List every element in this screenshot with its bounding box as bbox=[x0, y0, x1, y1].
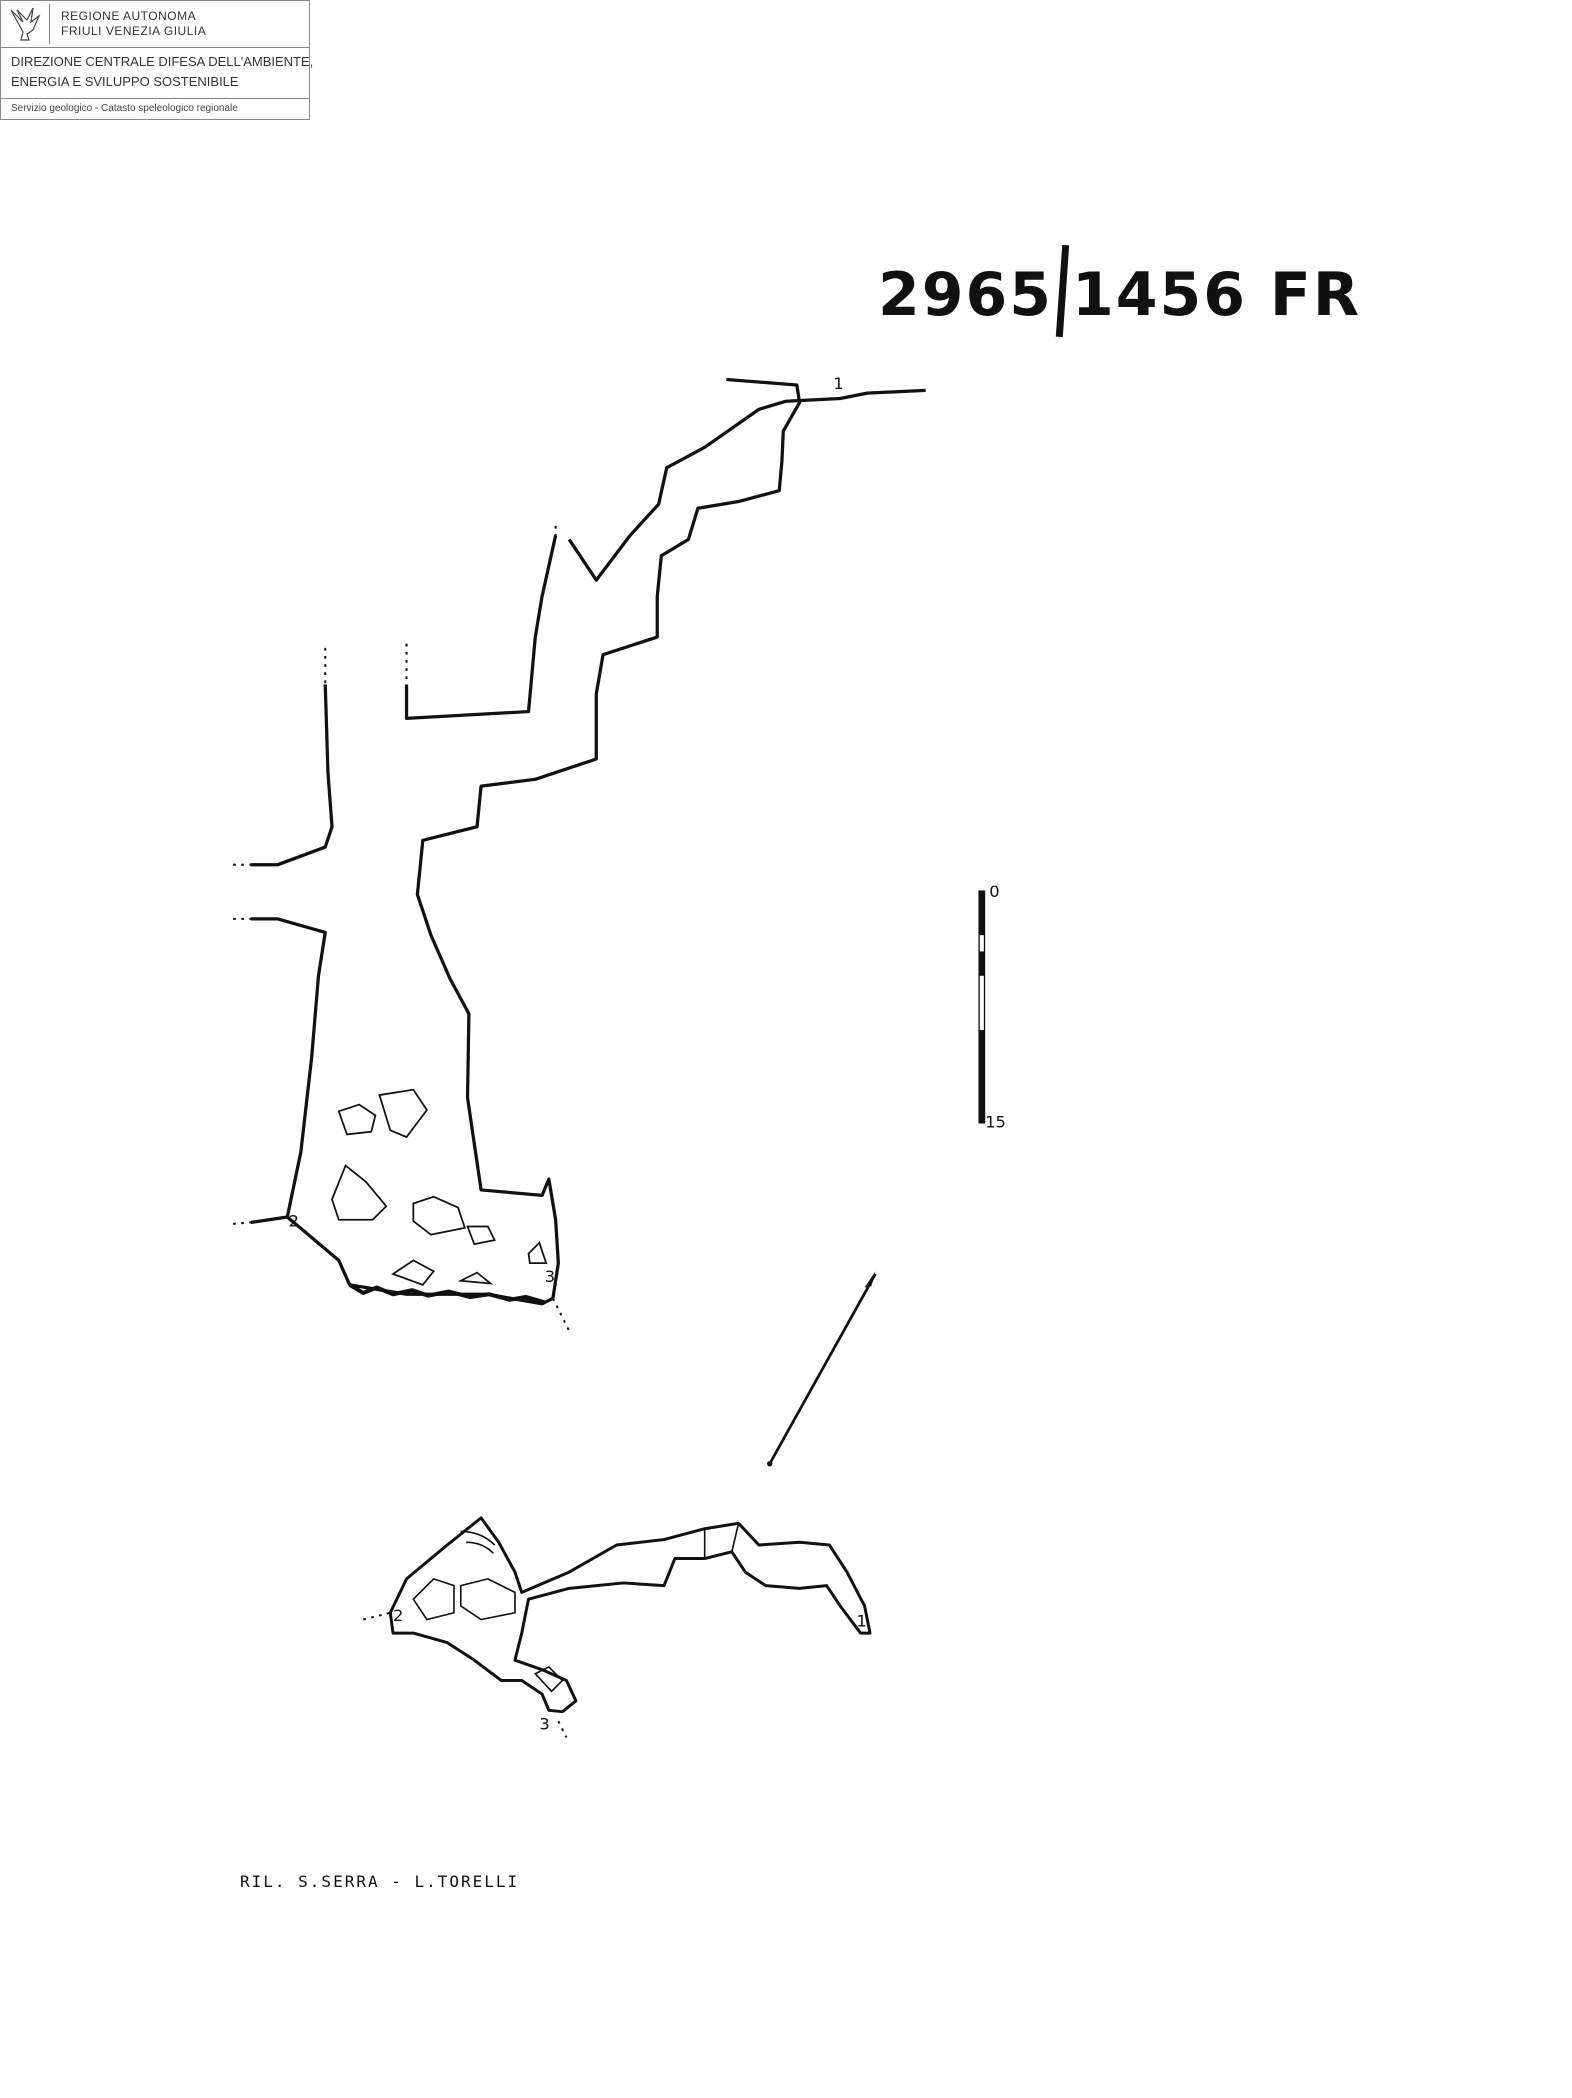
eagle-logo-icon bbox=[7, 4, 50, 44]
point-label-3-section: 3 bbox=[545, 1267, 555, 1286]
scale-bar bbox=[978, 890, 986, 1124]
region-line-2: FRIULI VENEZIA GIULIA bbox=[61, 24, 207, 38]
header-top: REGIONE AUTONOMA FRIULI VENEZIA GIULIA bbox=[1, 1, 309, 48]
direction: DIREZIONE CENTRALE DIFESA DELL'AMBIENTE,… bbox=[1, 48, 313, 99]
direction-line-2: ENERGIA E SVILUPPO SOSTENIBILE bbox=[11, 74, 239, 89]
section-wall-left-upper bbox=[250, 684, 334, 867]
point-label-2-plan: 2 bbox=[393, 1606, 403, 1625]
point-label-1-section: 1 bbox=[833, 374, 843, 393]
point-label-1-plan: 1 bbox=[856, 1611, 866, 1630]
north-arrow-icon bbox=[767, 1271, 877, 1467]
plan-outline bbox=[388, 1516, 872, 1714]
section-wall-upper bbox=[567, 388, 926, 582]
region-line-1: REGIONE AUTONOMA bbox=[61, 9, 197, 23]
point-label-3-plan: 3 bbox=[539, 1714, 549, 1733]
section-floor bbox=[286, 1215, 554, 1306]
scale-end-label: 15 bbox=[985, 1113, 1006, 1132]
section-wall-outer bbox=[415, 377, 802, 1299]
survey-credit: RIL. S.SERRA - L.TORELLI bbox=[240, 1872, 520, 1891]
service-label: Servizio geologico - Catasto speleologic… bbox=[11, 103, 238, 114]
cave-number: 2965 bbox=[878, 260, 1053, 330]
scale-start-label: 0 bbox=[989, 882, 999, 901]
section-wall-left-lower bbox=[250, 917, 327, 1225]
direction-line-1: DIREZIONE CENTRALE DIFESA DELL'AMBIENTE, bbox=[11, 54, 314, 69]
fr-number: 1456 FR bbox=[1072, 260, 1362, 330]
cave-catalog-number: 2965 1456 FR bbox=[878, 244, 1362, 338]
section-wall-branch bbox=[404, 535, 558, 720]
boulders bbox=[331, 1088, 548, 1286]
point-label-2-section: 2 bbox=[289, 1212, 299, 1231]
institution-header: REGIONE AUTONOMA FRIULI VENEZIA GIULIA D… bbox=[0, 0, 313, 120]
section-floor-blocks bbox=[348, 1283, 546, 1305]
